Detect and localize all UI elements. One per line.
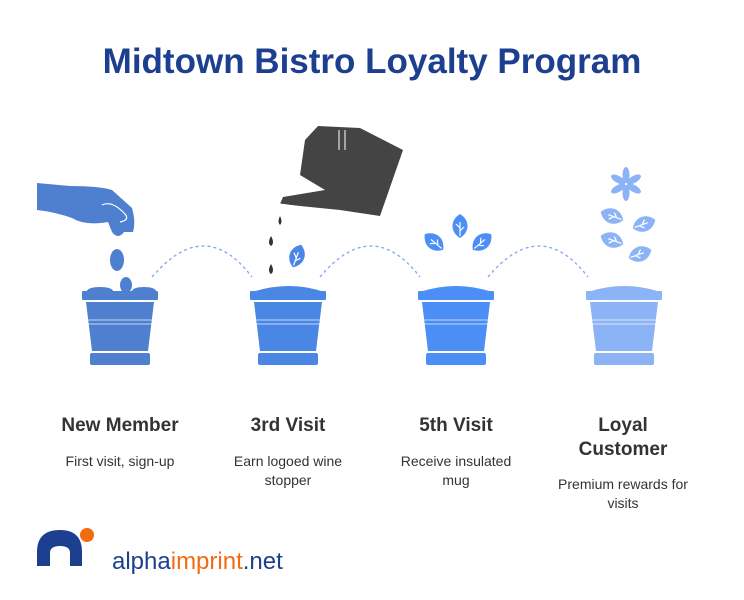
logo-part-alpha: alpha — [112, 548, 171, 575]
arc-1-2 — [151, 245, 253, 278]
water-drops-icon — [269, 216, 282, 274]
soil-mound — [420, 286, 492, 292]
logo-part-net: .net — [242, 548, 283, 575]
pot-icon-2 — [249, 290, 327, 366]
stage-desc-4: Premium rewards for visits — [558, 476, 688, 511]
hand-icon — [37, 183, 135, 236]
pot-icon-3 — [417, 290, 495, 366]
stage-desc-3: Receive insulated mug — [400, 453, 512, 488]
soil-mound — [252, 286, 324, 292]
page-title: Midtown Bistro Loyalty Program — [102, 42, 642, 81]
arc-3-4 — [487, 245, 589, 278]
seed-icons — [87, 249, 156, 295]
stage-name-4: Loyal Customer — [578, 415, 668, 460]
stage-name-3: 5th Visit — [419, 415, 493, 436]
logo-part-imprint: imprint — [170, 548, 243, 575]
soil-mound — [588, 286, 660, 292]
logo-wordmark: alphaimprint.net — [112, 548, 283, 576]
leaves-icon — [419, 213, 497, 257]
stage-desc-1: First visit, sign-up — [65, 453, 175, 469]
stage-desc-2: Earn logoed wine stopper — [233, 453, 343, 488]
logo-icon — [37, 528, 94, 566]
arc-2-3 — [319, 245, 421, 278]
sprout-leaf-icon — [285, 241, 309, 271]
pot-icon-4 — [585, 290, 663, 366]
watering-can-icon — [279, 126, 403, 216]
connector-arcs — [151, 245, 589, 278]
flower-icon — [611, 167, 641, 201]
stage-name-2: 3rd Visit — [250, 415, 326, 436]
pot-icon-1 — [81, 290, 159, 366]
stage-name-1: New Member — [61, 415, 179, 436]
leaves-icon — [597, 204, 659, 266]
